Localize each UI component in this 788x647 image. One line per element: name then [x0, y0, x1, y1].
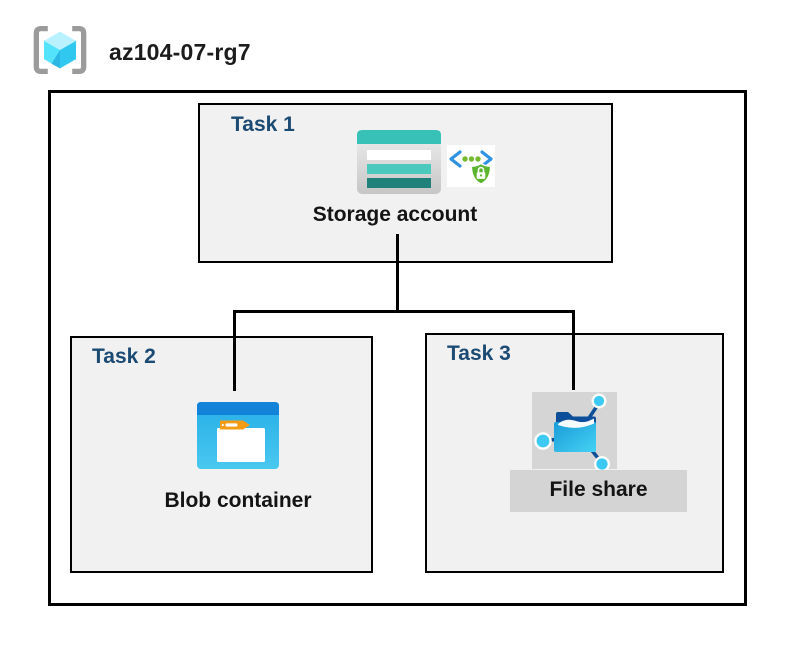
file-share-label-highlight: File share: [510, 470, 687, 512]
resource-group-icon: [33, 25, 87, 75]
task1-box: Task 1 Storage account: [198, 103, 613, 263]
storage-account-icon: [357, 130, 441, 194]
task1-label: Task 1: [231, 113, 295, 136]
task2-label: Task 2: [92, 345, 156, 368]
blob-container-icon: [197, 402, 279, 469]
connector-storage-stem: [396, 234, 399, 313]
storage-account-label: Storage account: [312, 203, 478, 226]
connector-to-blob-container: [233, 310, 236, 391]
file-share-label: File share: [549, 478, 648, 501]
connector-to-file-share: [572, 310, 575, 390]
secure-endpoint-icon: [447, 145, 495, 187]
resource-group-name: az104-07-rg7: [109, 39, 251, 65]
file-share-icon: [534, 393, 611, 472]
task3-label: Task 3: [447, 342, 511, 365]
blob-container-label: Blob container: [164, 489, 312, 512]
connector-horizontal: [233, 310, 575, 313]
file-share-selection-highlight: [532, 392, 617, 472]
task2-box: Task 2 Blob container: [70, 336, 373, 573]
